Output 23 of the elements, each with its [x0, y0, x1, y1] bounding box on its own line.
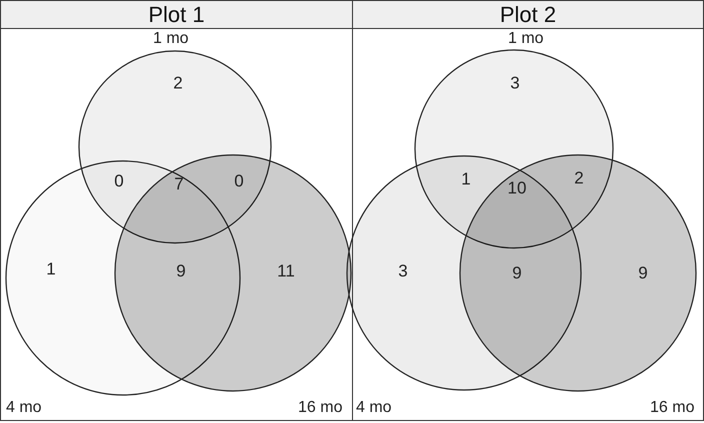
set-label: 1 mo — [508, 30, 544, 48]
panel-title: Plot 2 — [353, 1, 703, 29]
region-count: 3 — [510, 74, 520, 92]
set-label: 1 mo — [153, 30, 189, 48]
region-count: 7 — [174, 174, 184, 194]
region-count: 0 — [114, 172, 124, 190]
plot-panel — [0, 0, 353, 421]
region-count: 0 — [234, 172, 244, 190]
set-label: 16 mo — [650, 399, 694, 417]
region-count: 10 — [508, 178, 526, 198]
region-count: 1 — [461, 170, 471, 188]
panel-title: Plot 1 — [1, 1, 352, 29]
region-count: 9 — [638, 264, 648, 282]
region-count: 1 — [46, 260, 56, 278]
region-count: 9 — [176, 262, 186, 280]
region-count: 2 — [574, 168, 584, 188]
set-label: 16 mo — [298, 399, 342, 417]
region-count: 9 — [512, 264, 522, 282]
set-label: 4 mo — [356, 399, 392, 417]
region-count: 3 — [398, 262, 408, 280]
set-label: 4 mo — [6, 399, 42, 417]
region-count: 11 — [277, 262, 295, 280]
region-count: 2 — [173, 74, 183, 92]
